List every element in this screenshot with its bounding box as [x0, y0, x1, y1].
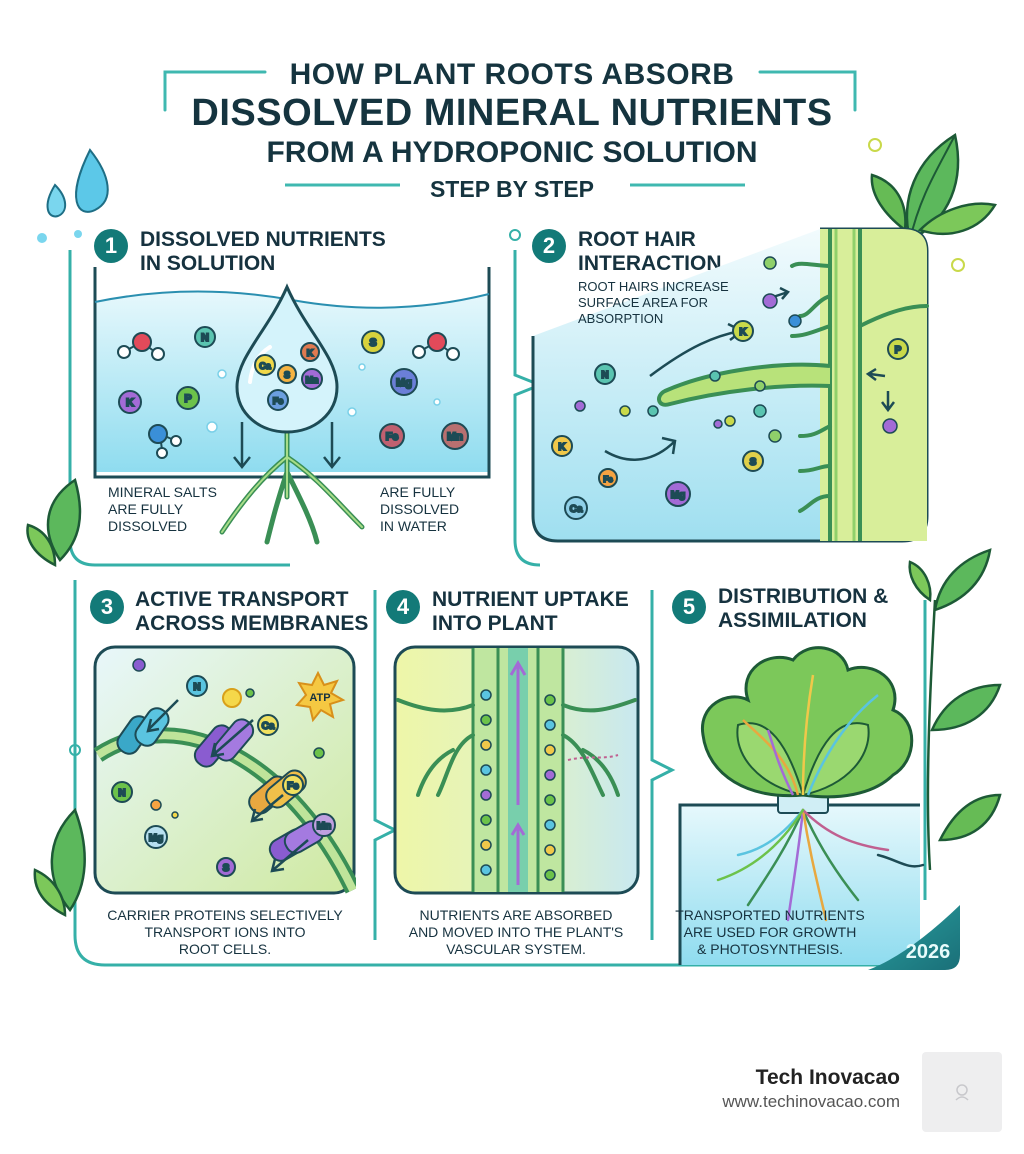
caption-line: SURFACE AREA FOR	[578, 295, 709, 310]
ion-label: K	[126, 397, 134, 409]
ion-label: Mn	[306, 375, 319, 385]
logo-icon	[955, 1084, 969, 1101]
ion-label: N	[118, 788, 125, 799]
ion-label: Mn	[317, 821, 331, 832]
step-3-title-line-1: ACTIVE TRANSPORT	[135, 588, 349, 611]
caption-line: DISSOLVED	[108, 518, 188, 534]
step-1-caption-left: MINERAL SALTS ARE FULLY DISSOLVED	[108, 484, 248, 535]
caption-line: MINERAL SALTS	[108, 484, 217, 500]
caption-line: AND MOVED INTO THE PLANT'S	[408, 924, 624, 940]
caption-line: & PHOTOSYNTHESIS.	[697, 941, 843, 957]
footer-brand: Tech Inovacao	[755, 1066, 900, 1089]
caption-line: ROOT CELLS.	[178, 941, 272, 957]
caption-line: NUTRIENTS ARE ABSORBED	[419, 907, 613, 923]
step-4-title-line-1: NUTRIENT UPTAKE	[432, 588, 629, 611]
leaf-decoration-icon	[908, 548, 1002, 870]
step-4-title: NUTRIENT UPTAKE INTO PLANT	[432, 588, 629, 636]
caption-line: ABSORPTION	[578, 311, 664, 326]
step-2-number: 2	[532, 229, 566, 263]
ion-label: Ca	[262, 721, 275, 732]
leaf-decoration-icon	[870, 133, 997, 242]
step-3-title: ACTIVE TRANSPORT ACROSS MEMBRANES	[135, 588, 368, 636]
ion-label: Fe	[287, 781, 299, 792]
ion-label: Fe	[273, 396, 284, 406]
step-5-illustration: 2026	[678, 646, 960, 970]
ion-label: N	[193, 682, 200, 693]
year-badge: 2026	[906, 941, 951, 963]
step-3-caption: CARRIER PROTEINS SELECTIVELY TRANSPORT I…	[80, 907, 370, 958]
step-4-title-line-2: INTO PLANT	[432, 612, 558, 635]
step-1-title-line-1: DISSOLVED NUTRIENTS	[140, 228, 386, 251]
footer-url[interactable]: www.techinovacao.com	[722, 1092, 900, 1111]
header-line-2: DISSOLVED MINERAL NUTRIENTS	[191, 92, 833, 134]
ion-label: Fe	[603, 475, 613, 484]
caption-line: TRANSPORTED NUTRIENTS	[675, 907, 865, 923]
ion-label: P	[184, 393, 191, 405]
ion-label: S	[223, 863, 230, 874]
caption-line: IN WATER	[380, 518, 447, 534]
leaf-decoration-icon	[26, 478, 82, 568]
step-4-illustration	[393, 645, 640, 895]
water-splash-icon	[37, 148, 109, 243]
ion-label: Ca	[570, 504, 583, 515]
step-3-illustration: ATP N Ca N Fe Mg Mn S	[93, 645, 356, 895]
ion-label: Mg	[149, 833, 163, 844]
caption-line: ARE USED FOR GROWTH	[683, 924, 857, 940]
step-1-caption-right: ARE FULLY DISSOLVED IN WATER	[380, 484, 490, 535]
step-2-illustration: N K K Fe S Mg Ca P	[531, 227, 929, 543]
caption-line: CARRIER PROTEINS SELECTIVELY	[107, 907, 343, 923]
step-5-caption: TRANSPORTED NUTRIENTS ARE USED FOR GROWT…	[665, 907, 875, 958]
ion-label: Mg	[396, 377, 412, 389]
header-line-3: FROM A HYDROPONIC SOLUTION	[266, 136, 758, 169]
ion-label: S	[284, 370, 290, 380]
step-5-title: DISTRIBUTION & ASSIMILATION	[718, 585, 888, 633]
ion-label: K	[307, 348, 314, 358]
caption-line: ARE FULLY	[380, 484, 456, 500]
step-3-title-line-2: ACROSS MEMBRANES	[135, 612, 369, 635]
step-5-number: 5	[672, 590, 706, 624]
caption-line: VASCULAR SYSTEM.	[446, 941, 586, 957]
ion-label: Fe	[386, 431, 399, 443]
step-5-title-line-2: ASSIMILATION	[718, 609, 867, 632]
step-1-title: DISSOLVED NUTRIENTS IN SOLUTION	[140, 228, 386, 276]
step-2-title-line-1: ROOT HAIR	[578, 228, 696, 251]
step-1-title-line-2: IN SOLUTION	[140, 252, 276, 275]
step-4-caption: NUTRIENTS ARE ABSORBED AND MOVED INTO TH…	[385, 907, 647, 958]
ion-label: S	[369, 337, 376, 349]
step-3-number: 3	[90, 590, 124, 624]
leaf-decoration-icon	[33, 807, 86, 918]
header-line-4: STEP BY STEP	[429, 176, 595, 202]
ion-label: N	[601, 370, 608, 381]
step-1-number: 1	[94, 229, 128, 263]
ion-label: Mn	[447, 431, 463, 443]
ion-label: Mg	[671, 490, 685, 501]
ion-label: K	[739, 327, 747, 338]
caption-line: ROOT HAIRS INCREASE	[578, 279, 729, 294]
caption-line: ARE FULLY	[108, 501, 184, 517]
caption-line: DISSOLVED	[380, 501, 460, 517]
step-4-number: 4	[386, 590, 420, 624]
ion-label: K	[558, 442, 566, 453]
atp-label: ATP	[309, 692, 330, 704]
header-line-1: HOW PLANT ROOTS ABSORB	[289, 58, 735, 91]
step-2-title-line-2: INTERACTION	[578, 252, 722, 275]
ion-label: Ca	[259, 361, 271, 371]
step-5-title-line-1: DISTRIBUTION &	[718, 585, 889, 608]
ion-label: S	[750, 457, 757, 468]
step-2-title: ROOT HAIR INTERACTION	[578, 228, 722, 276]
step-2-subtitle: ROOT HAIRS INCREASE SURFACE AREA FOR ABS…	[578, 279, 768, 327]
ion-label: P	[895, 345, 902, 356]
step-1-illustration: N K P S Mg Fe Mn Ca S K Mn Fe	[93, 267, 491, 545]
caption-line: TRANSPORT IONS INTO	[144, 924, 306, 940]
logo-placeholder	[922, 1052, 1002, 1132]
ion-label: N	[201, 332, 209, 344]
